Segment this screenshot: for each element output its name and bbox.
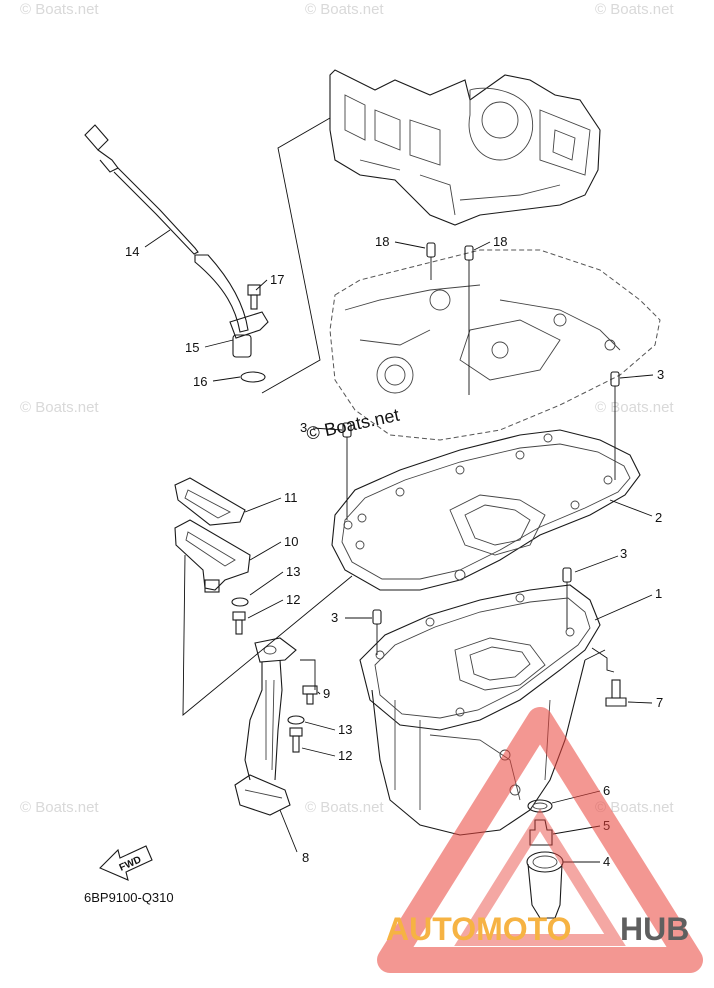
bolt-12-lower bbox=[289, 727, 303, 753]
dowel-pin-3-lower-right bbox=[562, 567, 572, 630]
plate-11 bbox=[174, 477, 246, 526]
part-labels: 1 2 3 3 3 3 4 5 6 7 8 9 10 11 12 12 13 1… bbox=[125, 234, 664, 869]
part-label: 12 bbox=[286, 592, 300, 607]
watermark: © Boats.net bbox=[305, 799, 384, 816]
bolt-9 bbox=[302, 685, 318, 705]
dowel-pins-18 bbox=[426, 242, 474, 395]
part-label: 4 bbox=[603, 854, 610, 869]
part-label: 7 bbox=[656, 695, 663, 710]
part-label: 3 bbox=[331, 610, 338, 625]
leader-lines bbox=[144, 229, 654, 863]
logo-triangle-inner bbox=[454, 808, 626, 946]
part-label: 16 bbox=[193, 374, 207, 389]
watermark: © Boats.net bbox=[595, 799, 674, 816]
part-label: 6 bbox=[603, 783, 610, 798]
logo-text-hub: HUB bbox=[620, 911, 689, 947]
part-label: 18 bbox=[493, 234, 507, 249]
part-label: 3 bbox=[620, 546, 627, 561]
part-label: 10 bbox=[284, 534, 298, 549]
watermark: © Boats.net bbox=[20, 799, 99, 816]
bolt-7 bbox=[584, 649, 627, 707]
part-label: 3 bbox=[657, 367, 664, 382]
part-label: 18 bbox=[375, 234, 389, 249]
bolt-12-upper bbox=[232, 611, 246, 635]
part-label: 2 bbox=[655, 510, 662, 525]
part-label: 17 bbox=[270, 272, 284, 287]
guide-tube-15 bbox=[194, 254, 269, 383]
part-label: 13 bbox=[286, 564, 300, 579]
watermark: © Boats.net bbox=[305, 1, 384, 18]
part-label: 11 bbox=[284, 490, 298, 505]
part-label: 3 bbox=[300, 420, 307, 435]
watermark: © Boats.net bbox=[595, 1, 674, 18]
logo-text-auto: AUTOMOTO bbox=[386, 911, 571, 947]
dowel-pin-3-upper-right bbox=[610, 371, 620, 480]
washer-13-lower bbox=[287, 715, 305, 725]
strainer-8 bbox=[234, 637, 297, 816]
watermark: © Boats.net bbox=[20, 399, 99, 416]
washer-13-upper bbox=[231, 597, 249, 607]
dipstick-14 bbox=[84, 124, 199, 255]
dowel-pin-3-left bbox=[342, 422, 352, 520]
fwd-arrow-icon: FWD bbox=[99, 845, 153, 881]
watermark: © Boats.net bbox=[595, 399, 674, 416]
part-label: 13 bbox=[338, 722, 352, 737]
center-watermark: © Boats.net bbox=[305, 405, 401, 444]
part-label: 15 bbox=[185, 340, 199, 355]
part-label: 8 bbox=[302, 850, 309, 865]
watermark: © Boats.net bbox=[20, 1, 99, 18]
part-label: 9 bbox=[323, 686, 330, 701]
part-label: 12 bbox=[338, 748, 352, 763]
logo-triangle-outer bbox=[377, 707, 703, 973]
gasket-2 bbox=[331, 429, 641, 591]
engine-block-drawing bbox=[329, 69, 601, 226]
bolt-17 bbox=[247, 284, 261, 310]
bracket-lines bbox=[182, 117, 615, 716]
dowel-pin-3-lower-left bbox=[372, 609, 382, 655]
diagram-code: 6BP9100-Q310 bbox=[84, 890, 174, 905]
ghost-crankcase bbox=[329, 249, 661, 441]
part-label: 14 bbox=[125, 244, 139, 259]
strainer-housing-10 bbox=[174, 519, 251, 593]
part-label: 1 bbox=[655, 586, 662, 601]
watermark-layer: © Boats.net © Boats.net © Boats.net © Bo… bbox=[20, 1, 674, 816]
automotohub-logo: AUTOMOTO HUB bbox=[377, 707, 703, 973]
